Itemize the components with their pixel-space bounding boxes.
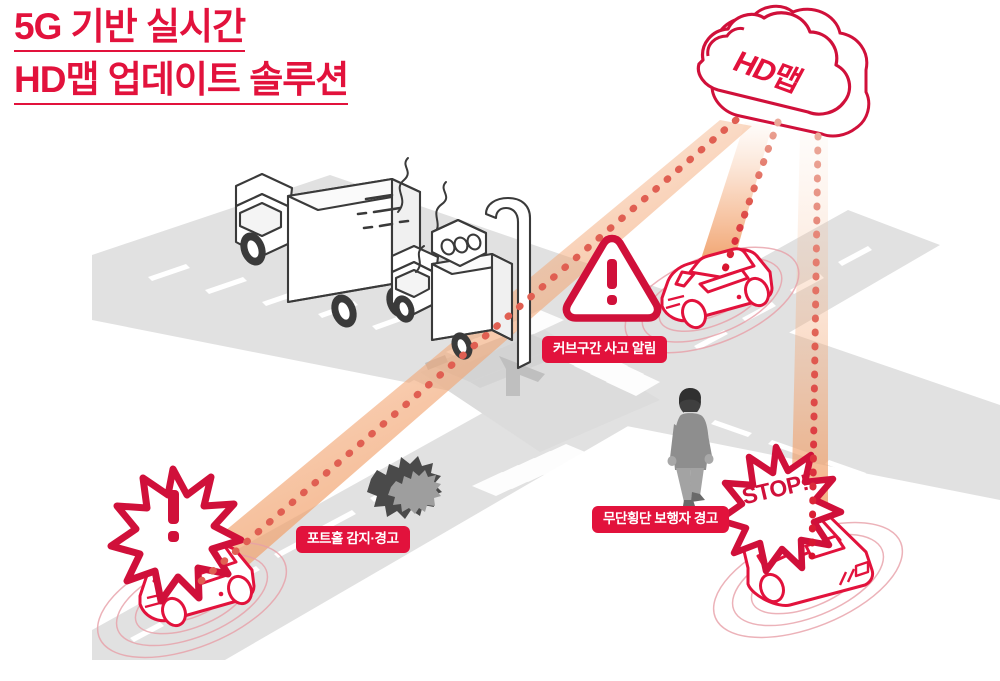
warning-triangle-icon (562, 234, 662, 322)
label-jaywalk: 무단횡단 보행자 경고 (592, 506, 729, 533)
dotted-line-cloud-to-car-bottom-right (808, 132, 822, 560)
impact-dashes (356, 193, 410, 230)
dotted-line-cloud-to-car-top-right (720, 118, 782, 276)
beam-cloud-to-car-top-right (700, 122, 772, 268)
page-title: 5G 기반 실시간 HD맵 업데이트 솔루션 (14, 4, 349, 105)
traffic-light-pole (484, 196, 532, 370)
collision-smoke (397, 157, 448, 273)
dotted-line-cloud-to-car-bottom-left (196, 116, 740, 586)
title-line-2: HD맵 업데이트 솔루션 (14, 57, 349, 105)
title-line-1: 5G 기반 실시간 (14, 4, 246, 52)
beam-cloud-to-car-bottom-right (790, 132, 828, 566)
traffic-light (430, 218, 488, 268)
exclaim-burst-icon (107, 465, 245, 605)
car-top-right (660, 247, 774, 330)
cloud-inner-line (706, 26, 745, 57)
cloud-outline (696, 11, 852, 116)
label-pothole: 포트홀 감지·경고 (296, 526, 410, 553)
pothole-icon (367, 456, 442, 519)
truck-small (390, 244, 514, 360)
label-curve-accident: 커브구간 사고 알림 (542, 336, 667, 363)
crosswalk-south (472, 444, 590, 496)
